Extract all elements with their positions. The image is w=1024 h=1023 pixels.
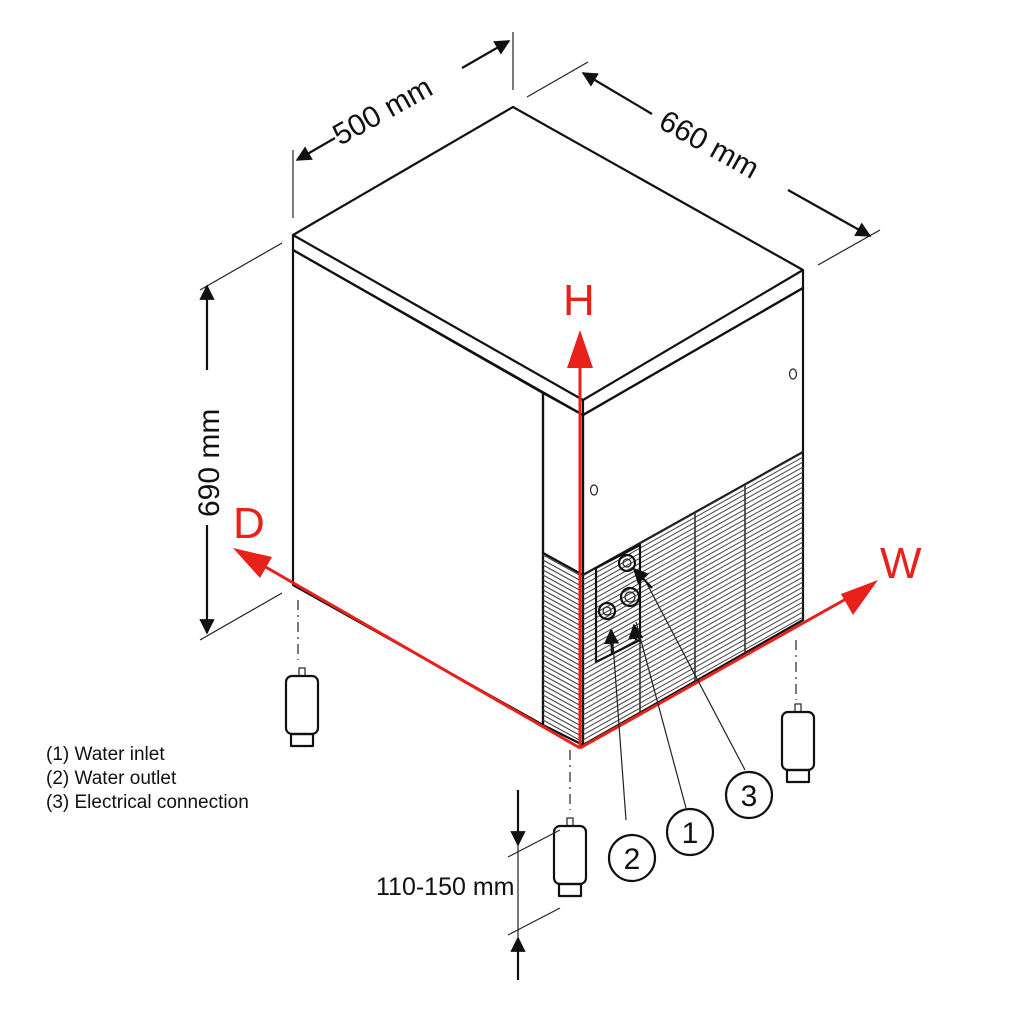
axis-d-label: D — [233, 499, 265, 548]
foot-icon — [284, 667, 320, 748]
svg-text:3: 3 — [741, 780, 758, 813]
axis-h-label: H — [563, 276, 595, 325]
axis-w — [579, 588, 863, 750]
depth-dimension: 500 mm — [327, 71, 438, 152]
screw-icon — [589, 484, 599, 496]
electrical-connection-icon — [617, 553, 637, 573]
legend-item: (3) Electrical connection — [46, 792, 249, 813]
callout-1: 1 — [665, 807, 715, 857]
axis-w-label: W — [880, 539, 922, 588]
foot-icon — [552, 817, 588, 898]
legend: (1) Water inlet (2) Water outlet (3) Ele… — [46, 744, 249, 813]
feet-dimension: 110-150 mm — [376, 873, 515, 901]
legend-item: (2) Water outlet — [46, 768, 177, 789]
cabinet-lid-edge — [291, 235, 805, 417]
callouts: 1 2 3 — [603, 567, 774, 883]
connection-panel — [594, 543, 642, 664]
height-dimension: 690 mm — [193, 409, 226, 517]
cabinet-corner-panel — [541, 391, 585, 747]
screw-icon — [788, 368, 798, 380]
callout-3: 3 — [724, 770, 774, 820]
svg-text:2: 2 — [624, 843, 641, 876]
foot-icon — [780, 703, 816, 784]
adjustable-feet — [284, 600, 816, 898]
svg-text:1: 1 — [682, 817, 699, 850]
legend-item: (1) Water inlet — [46, 744, 165, 765]
callout-2: 2 — [607, 833, 657, 883]
width-dimension: 660 mm — [654, 104, 765, 185]
axes: H D W — [233, 276, 922, 750]
water-inlet-icon — [619, 586, 641, 608]
axis-d — [249, 556, 581, 750]
water-outlet-icon — [597, 601, 617, 621]
